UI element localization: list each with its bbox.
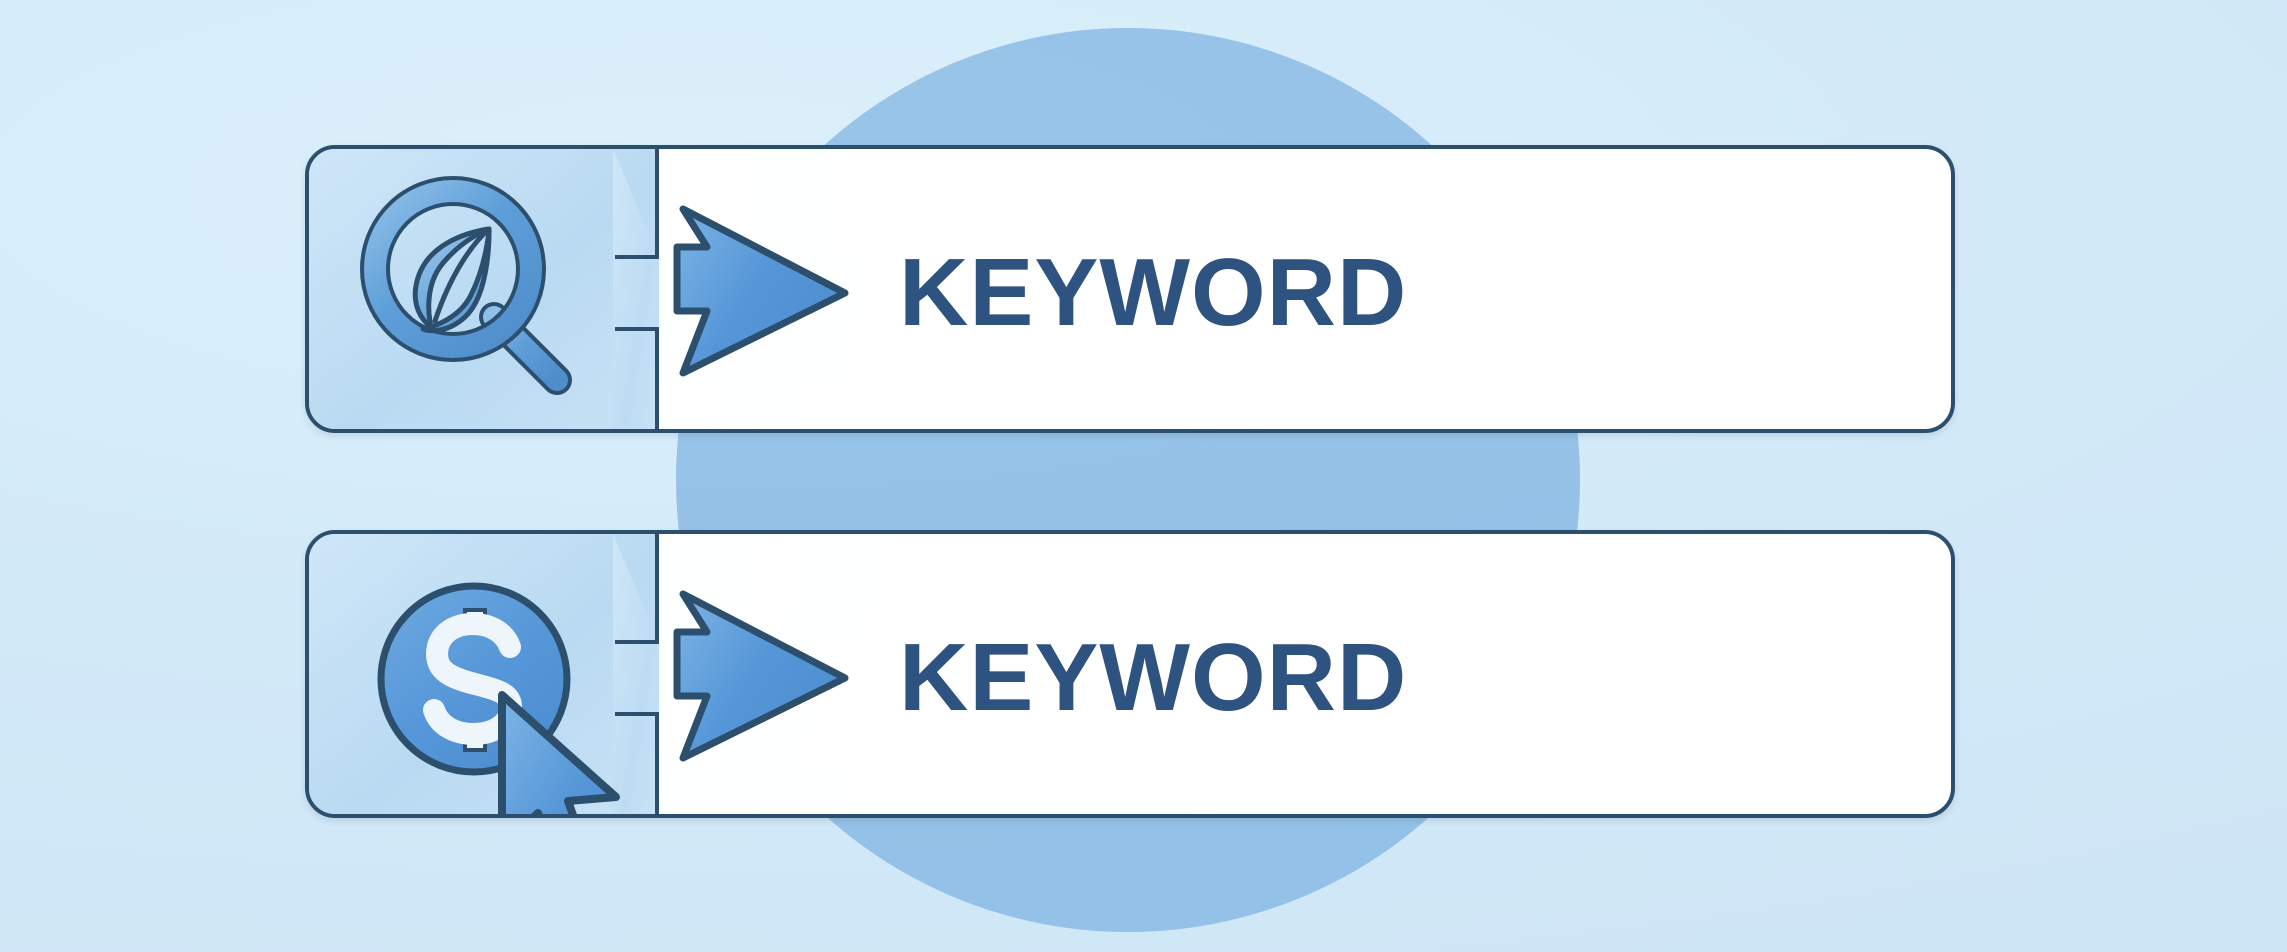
magnifier-leaf-icon <box>360 176 572 395</box>
keyword-card-1[interactable]: KEYWORD <box>305 145 1955 433</box>
keyword-card-2[interactable]: KEYWORD <box>305 530 1955 818</box>
card-2-puzzle-tab <box>613 534 659 814</box>
card-1-keyword-text: KEYWORD <box>899 238 1408 346</box>
chevron-right-arrow <box>673 590 849 761</box>
mouse-cursor-icon <box>498 691 620 814</box>
card-1-puzzle-tab <box>613 149 659 429</box>
card-2-keyword-text: KEYWORD <box>899 623 1408 731</box>
chevron-right-arrow <box>673 205 849 376</box>
